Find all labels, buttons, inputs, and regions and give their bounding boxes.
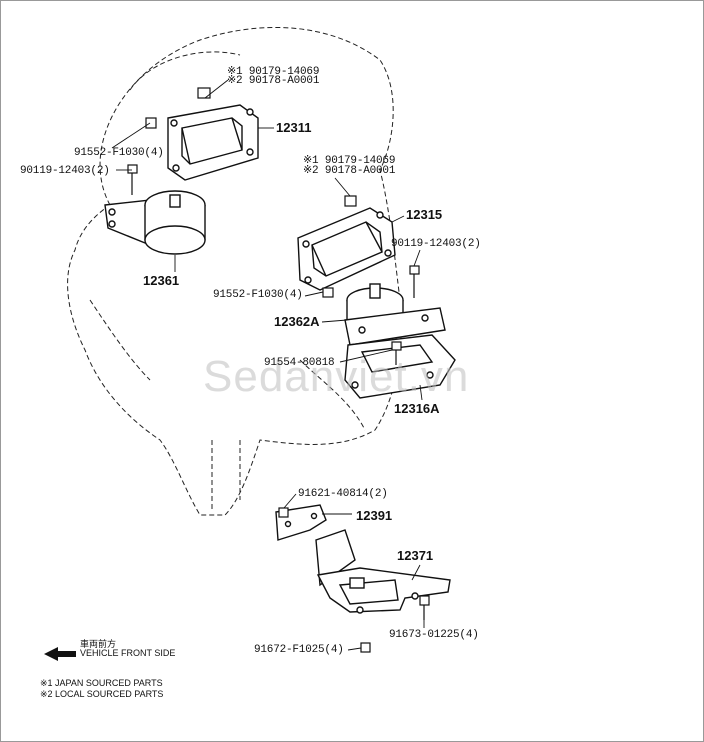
label-12371: 12371 (397, 548, 434, 563)
label-12361: 12361 (143, 273, 180, 288)
upper-bracket-12311 (167, 104, 259, 181)
mount-12362A (344, 283, 446, 346)
watermark: Sedanviet.vn (203, 352, 470, 401)
mount-12361 (104, 190, 206, 255)
bolt-icon-91672 (360, 642, 371, 653)
label-91621: 91621-40814(2) (298, 488, 388, 500)
label-12315: 12315 (406, 207, 443, 222)
nut-icon-upper (197, 87, 211, 99)
label-91672: 91672-F1025(4) (254, 644, 344, 656)
label-12391: 12391 (356, 508, 393, 523)
leader-lines (111, 79, 425, 651)
label-91552-upper: 91552-F1030(4) (74, 147, 164, 159)
label-91552-lower: 91552-F1030(4) (213, 289, 303, 301)
label-12311: 12311 (276, 120, 312, 135)
legend-front-en: VEHICLE FRONT SIDE (80, 648, 176, 658)
engine-outline (67, 26, 402, 516)
bolt-icon-90119-upper (127, 164, 138, 195)
legend-front-jp: 車両前方 (80, 639, 117, 649)
label-12362A: 12362A (274, 314, 320, 329)
bolt-icon-91673 (419, 595, 430, 620)
bolt-icon-91552-upper (145, 117, 157, 129)
label-90178-lower: ※2 90178-A0001 (303, 165, 396, 177)
label-90179-upper: ※1 90179-14069 (227, 66, 320, 78)
label-90119-upper: 90119-12403(2) (20, 165, 110, 177)
bolt-icon-91554 (391, 341, 402, 365)
label-90179-lower: ※1 90179-14069 (303, 155, 396, 167)
label-91673: 91673-01225(4) (389, 629, 479, 641)
bolt-icon-91552-lower (322, 287, 334, 298)
bracket-12316A (344, 334, 456, 399)
label-12316A: 12316A (394, 401, 440, 416)
legend-note-local: ※2 LOCAL SOURCED PARTS (40, 689, 164, 699)
label-91554: 91554-80818 (264, 357, 335, 369)
upper-bracket-12315 (297, 207, 396, 291)
nut-icon-lower (344, 195, 357, 207)
bolt-icon-90119-lower (409, 265, 420, 298)
bolt-icon-91621 (278, 507, 289, 518)
label-90119-lower: 90119-12403(2) (391, 238, 481, 250)
label-90178-upper: ※2 90178-A0001 (227, 75, 320, 87)
legend-note-japan: ※1 JAPAN SOURCED PARTS (40, 678, 163, 688)
front-arrow-icon (44, 647, 76, 661)
bracket-12371 (315, 529, 451, 614)
